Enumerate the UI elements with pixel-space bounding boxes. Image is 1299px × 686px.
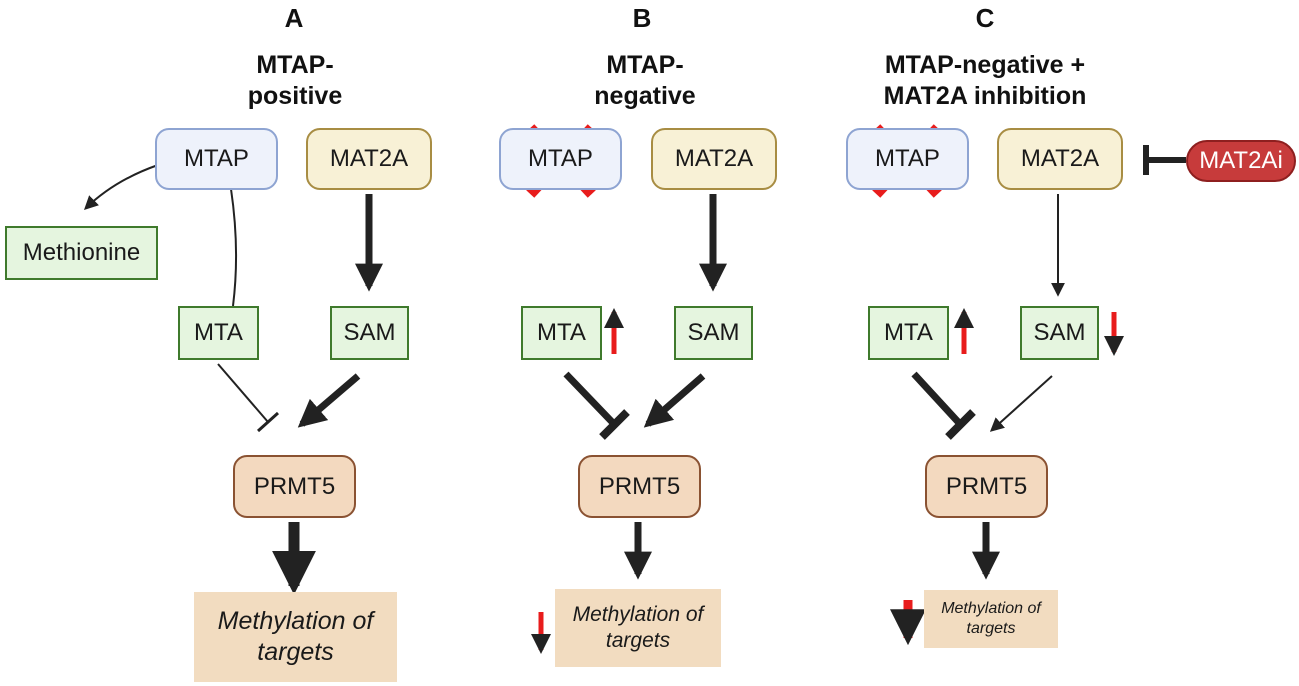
prmt5-node: PRMT5 xyxy=(233,455,356,518)
mta-inhibits-prmt5-bar xyxy=(256,411,280,433)
mta-inhibits-prmt5-bar xyxy=(599,409,630,440)
sam-to-prmt5-arrow xyxy=(297,373,361,428)
mta-inhibits-prmt5-bar xyxy=(945,409,976,440)
panel-title: MTAP-negative + MAT2A inhibition xyxy=(883,51,1087,111)
prmt5-node: PRMT5 xyxy=(578,455,701,518)
mat2a-node: MAT2A xyxy=(306,128,432,190)
methionine-node: Methionine xyxy=(5,226,158,280)
mta-node: MTA xyxy=(868,306,949,360)
mtap-node: MTAP xyxy=(499,128,622,190)
panel-title: MTAP- positive xyxy=(247,51,343,111)
sam-node: SAM xyxy=(674,306,753,360)
sam-node: SAM xyxy=(1020,306,1099,360)
methylation-node: Methylation of targets xyxy=(555,589,721,667)
panel-letter: B xyxy=(632,3,652,33)
prmt5-node: PRMT5 xyxy=(925,455,1048,518)
mat2a-node: MAT2A xyxy=(997,128,1123,190)
mtap-node: MTAP xyxy=(846,128,969,190)
sam-to-prmt5-arrow xyxy=(989,375,1053,432)
mat2ai-inhibitor-node: MAT2Ai xyxy=(1186,140,1296,182)
sam-to-prmt5-arrow xyxy=(643,373,706,428)
panel-letter: C xyxy=(975,3,995,33)
mta-inhibits-prmt5 xyxy=(217,363,269,423)
methylation-node: Methylation of targets xyxy=(924,590,1058,648)
mta-inhibits-prmt5 xyxy=(563,371,617,427)
mat2a-node: MAT2A xyxy=(651,128,777,190)
methylation-node: Methylation of targets xyxy=(194,592,397,682)
mta-inhibits-prmt5 xyxy=(911,371,963,427)
mtap-node: MTAP xyxy=(155,128,278,190)
panel-title: MTAP- negative xyxy=(594,51,696,111)
sam-node: SAM xyxy=(330,306,409,360)
mta-node: MTA xyxy=(521,306,602,360)
mta-node: MTA xyxy=(178,306,259,360)
panel-letter: A xyxy=(284,3,304,33)
mtap-to-methionine-arrow xyxy=(83,164,159,210)
mtap-to-mta-line xyxy=(230,188,238,307)
